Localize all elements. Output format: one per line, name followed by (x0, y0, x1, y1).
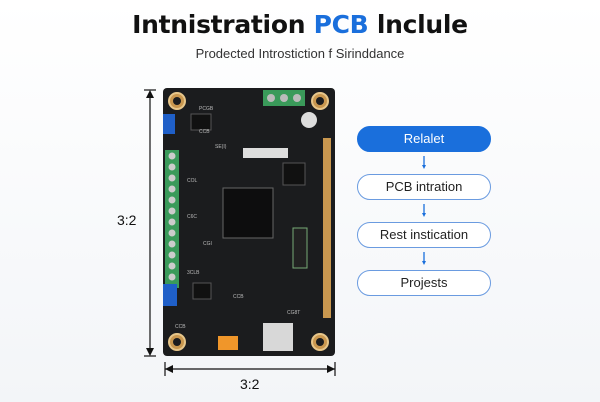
usb-port (263, 323, 293, 351)
silkscreen-label: SE(I) (215, 144, 227, 150)
flow-step-pcb-intration[interactable]: PCB intration (357, 174, 491, 200)
silkscreen-label: COL (187, 178, 198, 184)
title-accent: PCB (313, 10, 369, 39)
orange-connector (218, 336, 238, 350)
terminal-screw (168, 218, 176, 226)
terminal-screw (168, 196, 176, 204)
flow-step-rest-instication[interactable]: Rest instication (357, 222, 491, 248)
terminal-screw (168, 251, 176, 259)
blue-potentiometer (163, 114, 175, 134)
silkscreen-label: CCB (175, 324, 186, 330)
width-dimension-label: 3:2 (240, 376, 260, 392)
silkscreen-label: 3CLB (187, 270, 200, 276)
silkscreen-label: CCB (199, 129, 210, 135)
title-text: Intnistration (132, 10, 314, 39)
terminal-screw (168, 207, 176, 215)
page-title: Intnistration PCB lnclule (0, 10, 600, 39)
silkscreen-label: CG8T (287, 310, 300, 316)
pcb-board-image: PCGB CCB COL C6C CGI 3CLB CCB CCB CG8T S… (163, 88, 335, 356)
terminal-screw (168, 273, 176, 281)
title-text-end: lnclule (368, 10, 468, 39)
arrow-down-icon (422, 156, 426, 169)
terminal-screw (168, 174, 176, 182)
terminal-screw (168, 240, 176, 248)
height-dimension-label: 3:2 (117, 212, 137, 228)
terminal-screw (168, 163, 176, 171)
arrow-down-icon (422, 252, 426, 265)
flow-step-projests[interactable]: Projests (357, 270, 491, 296)
terminal-screw (168, 229, 176, 237)
silkscreen-label: CCB (233, 294, 244, 300)
dip-switch (163, 284, 177, 306)
arrow-down-icon (422, 204, 426, 217)
terminal-screw (168, 262, 176, 270)
flow-step-relalet[interactable]: Relalet (357, 126, 491, 152)
terminal-screw (168, 185, 176, 193)
terminal-screw (168, 152, 176, 160)
subtitle: Prodected Introstiction f Sirinddance (195, 46, 405, 61)
pin-header (323, 138, 331, 318)
microcontroller-chip (222, 187, 274, 239)
silkscreen-label: C6C (187, 214, 197, 220)
silkscreen-label: CGI (203, 241, 212, 247)
silkscreen-label: PCGB (199, 106, 214, 112)
